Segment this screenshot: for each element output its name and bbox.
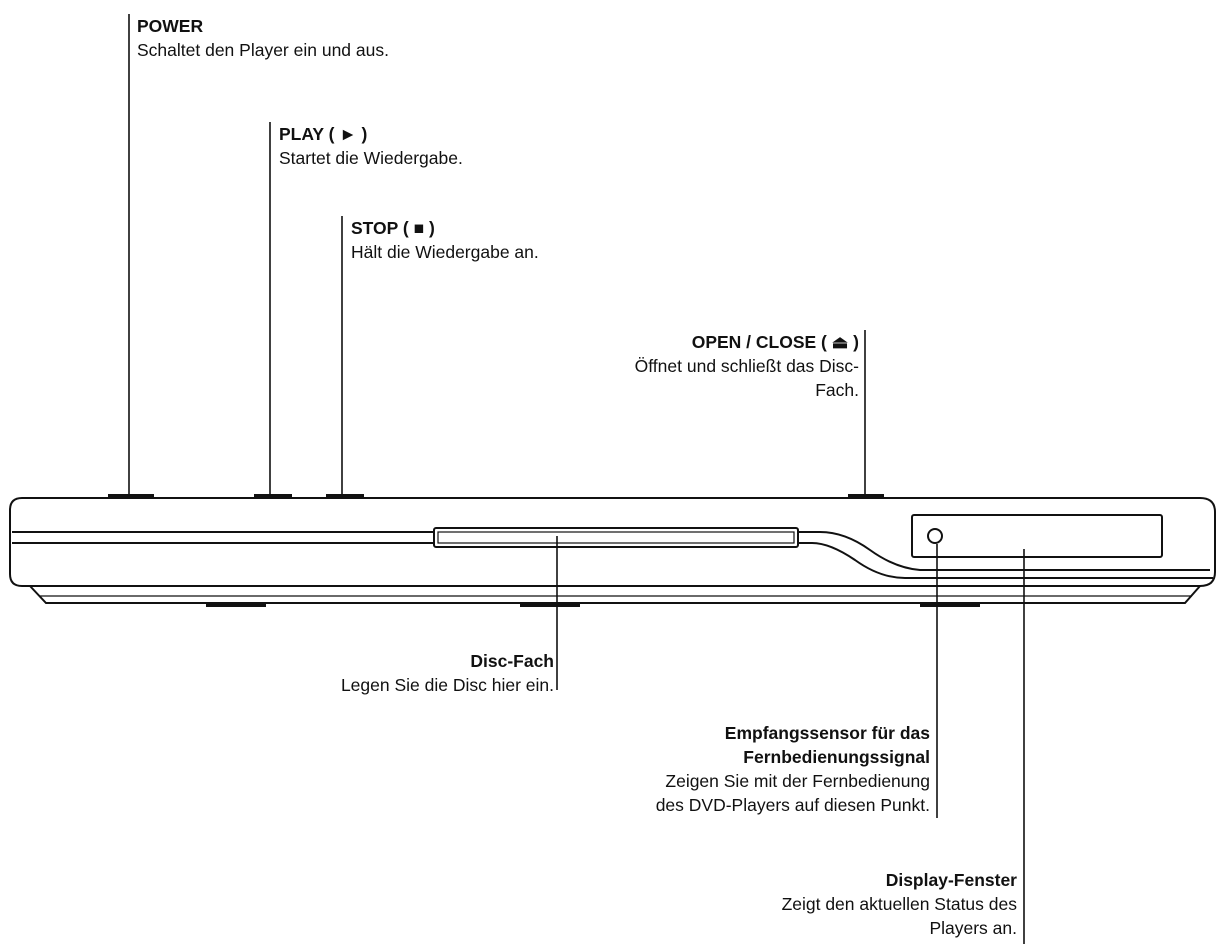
play-button [254,494,292,499]
foot-center [520,602,580,607]
foot-right [920,602,980,607]
power-description: Schaltet den Player ein und aus. [137,40,389,60]
disc-tray-callout: Disc-Fach Legen Sie die Disc hier ein. [341,649,554,697]
remote-sensor [927,528,943,544]
power-callout: POWER Schaltet den Player ein und aus. [137,14,389,62]
stop-icon: ■ [413,218,425,238]
foot-left [206,602,266,607]
play-icon: ► [339,124,357,144]
remote-sensor-description-2: des DVD-Players auf diesen Punkt. [655,795,930,815]
remote-sensor-title-1: Empfangssensor für das [724,723,930,743]
open-close-title: OPEN / CLOSE ( ⏏ ) [691,332,859,352]
disc-tray-title: Disc-Fach [470,651,554,671]
stop-title: STOP ( ■ ) [351,218,435,238]
display-window-callout: Display-Fenster Zeigt den aktuellen Stat… [782,868,1017,940]
stop-callout: STOP ( ■ ) Hält die Wiedergabe an. [351,216,539,264]
disc-tray [433,527,799,548]
play-description: Startet die Wiedergabe. [279,148,463,168]
player-base [29,585,1201,604]
stop-description: Hält die Wiedergabe an. [351,242,539,262]
remote-sensor-title-2: Fernbedienungssignal [743,747,930,767]
power-button [108,494,154,499]
eject-icon: ⏏ [831,332,849,352]
stop-button [326,494,364,499]
open-close-callout: OPEN / CLOSE ( ⏏ ) Öffnet und schließt d… [635,330,859,402]
open-close-button [848,494,884,499]
display-window-title: Display-Fenster [885,870,1017,890]
remote-sensor-description-1: Zeigen Sie mit der Fernbedienung [665,771,930,791]
display-window [911,514,1163,558]
open-close-description-1: Öffnet und schließt das Disc- [634,356,859,376]
disc-tray-description: Legen Sie die Disc hier ein. [340,675,554,695]
display-window-description-1: Zeigt den aktuellen Status des [781,894,1017,914]
play-title: PLAY ( ► ) [279,124,368,144]
remote-sensor-callout: Empfangssensor für das Fernbedienungssig… [656,721,930,817]
play-callout: PLAY ( ► ) Startet die Wiedergabe. [279,122,463,170]
power-title: POWER [137,16,204,36]
display-window-description-2: Players an. [929,918,1017,938]
open-close-description-2: Fach. [815,380,859,400]
